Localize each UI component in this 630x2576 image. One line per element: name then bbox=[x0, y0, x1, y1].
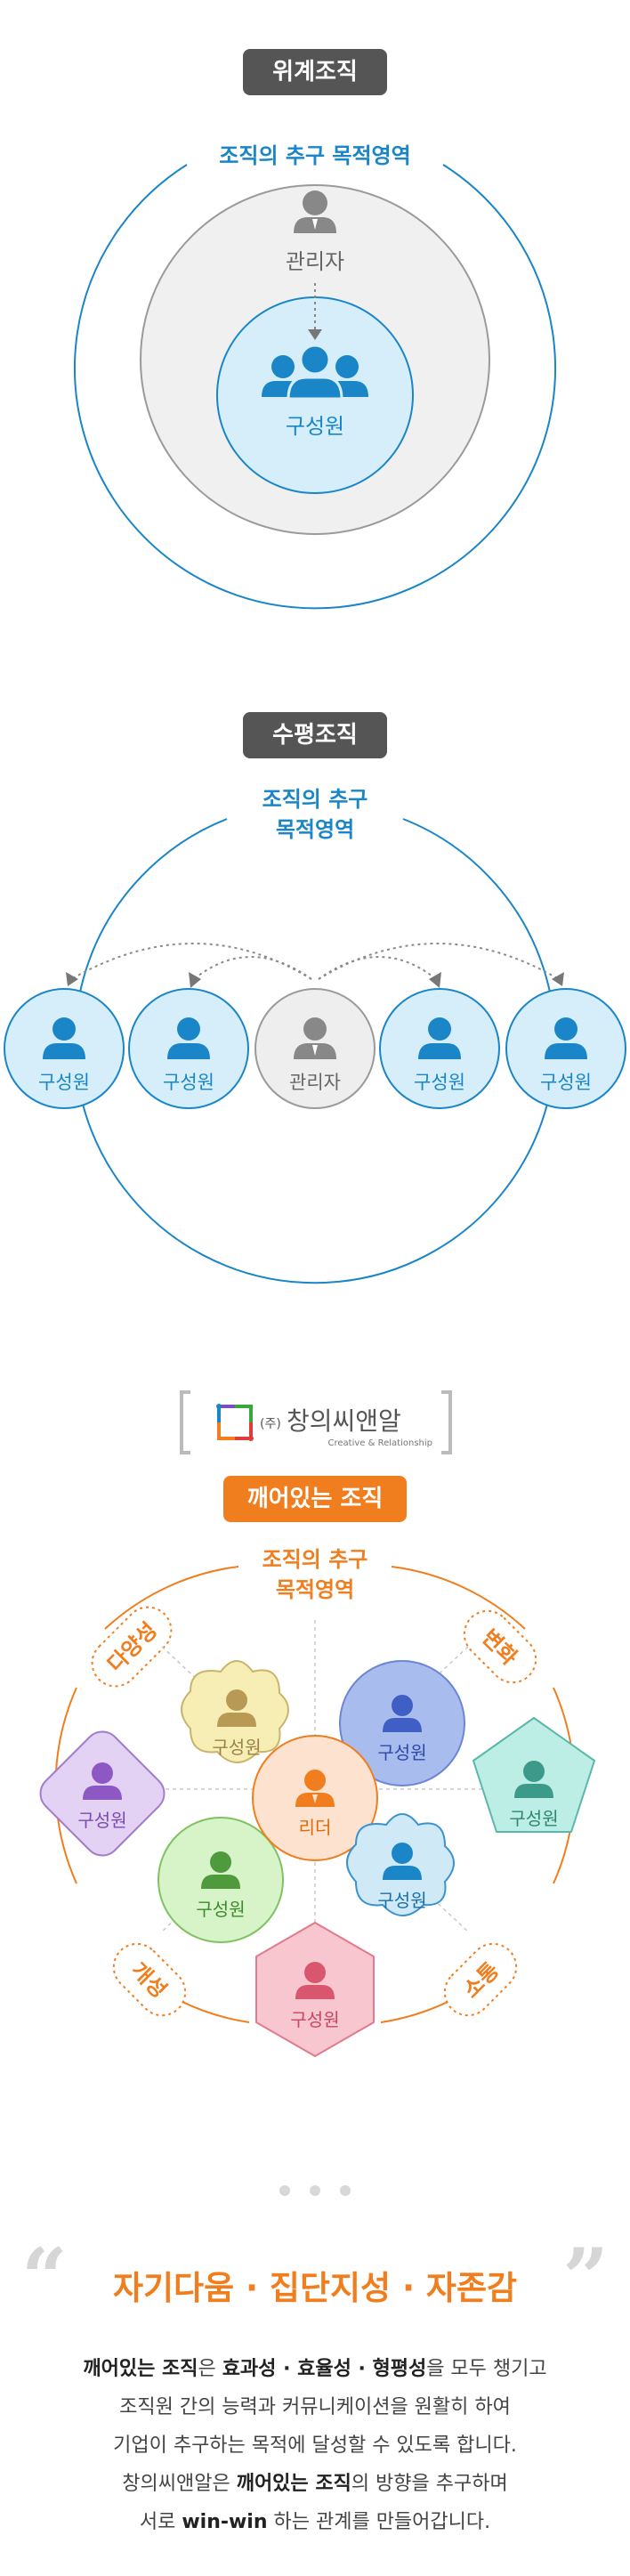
leader-circle: 리더 bbox=[252, 1735, 378, 1861]
manager-icon bbox=[294, 190, 336, 233]
horizontal-node-3-label: 관리자 bbox=[289, 1072, 341, 1093]
member-blue-label: 구성원 bbox=[377, 1742, 426, 1763]
closing-body: 깨어있는 조직은 효과성 · 효율성 · 형평성을 모두 챙기고 조직원 간의 … bbox=[0, 2350, 630, 2541]
logo-mark-icon bbox=[216, 1404, 254, 1441]
member-teal-label: 구성원 bbox=[509, 1808, 558, 1829]
member-blue-circle: 구성원 bbox=[339, 1660, 465, 1786]
closing-line-4: 창의씨앤알은 깨어있는 조직의 방향을 추구하며 bbox=[122, 2473, 508, 2495]
dot-1 bbox=[279, 2185, 290, 2196]
member-lightblue-label: 구성원 bbox=[377, 1890, 426, 1911]
member-label: 구성원 bbox=[286, 414, 344, 439]
member-pink-hexagon: 구성원 bbox=[255, 1922, 375, 2057]
logo-prefix: (주) bbox=[260, 1417, 281, 1431]
hierarchy-title-pill: 위계조직 bbox=[243, 49, 387, 95]
closing-line-2: 조직원 간의 능력과 커뮤니케이션을 원활히 하여 bbox=[119, 2396, 511, 2418]
horizontal-outer-arc bbox=[74, 818, 556, 1284]
hierarchy-outer-arc bbox=[74, 164, 556, 610]
side-label-individuality: 개성 bbox=[112, 1942, 187, 2017]
horizontal-node-4-label: 구성원 bbox=[414, 1072, 465, 1093]
horizontal-arc-title-1: 조직의 추구 bbox=[262, 787, 368, 812]
dot-2 bbox=[310, 2185, 320, 2196]
closing-line-3: 기업이 추구하는 목적에 달성할 수 있도록 합니다. bbox=[113, 2434, 517, 2457]
member-green-label: 구성원 bbox=[196, 1899, 245, 1920]
closing-line-1: 깨어있는 조직은 효과성 · 효율성 · 형평성을 모두 챙기고 bbox=[83, 2358, 547, 2380]
horizontal-node-manager: 관리자 bbox=[254, 988, 376, 1109]
logo-name: 창의씨앤알 bbox=[287, 1406, 401, 1436]
horizontal-node-2: 구성원 bbox=[128, 988, 249, 1109]
awake-arc-title-2: 목적영역 bbox=[276, 1577, 354, 1602]
member-yellow-flower: 구성원 bbox=[181, 1660, 289, 1763]
manager-label: 관리자 bbox=[286, 249, 344, 274]
pagination-dots bbox=[0, 2183, 630, 2199]
member-purple-label: 구성원 bbox=[77, 1810, 126, 1831]
awake-arc-title-1: 조직의 추구 bbox=[262, 1547, 368, 1572]
horizontal-node-4: 구성원 bbox=[379, 988, 500, 1109]
member-pink-label: 구성원 bbox=[290, 2009, 339, 2030]
horizontal-node-5: 구성원 bbox=[505, 988, 626, 1109]
side-label-change: 변화 bbox=[463, 1609, 537, 1684]
horizontal-node-1: 구성원 bbox=[4, 988, 125, 1109]
member-green-circle: 구성원 bbox=[158, 1817, 284, 1943]
company-logo: (주) 창의씨앤알 Creative & Relationship bbox=[180, 1390, 452, 1454]
member-teal-pentagon: 구성원 bbox=[472, 1717, 595, 1833]
closing-line-5: 서로 win-win 하는 관계를 만들어갑니다. bbox=[139, 2511, 491, 2533]
member-purple-diamond: 구성원 bbox=[39, 1730, 166, 1857]
close-quote-icon: ” bbox=[562, 2231, 609, 2325]
hierarchy-arc-title: 조직의 추구 목적영역 bbox=[219, 143, 410, 168]
hierarchy-diagram: 조직의 추구 목적영역 관리자 구성원 bbox=[74, 143, 556, 610]
member-yellow-label: 구성원 bbox=[212, 1737, 261, 1758]
side-label-communication: 소통 bbox=[443, 1942, 518, 2017]
closing-headline: 자기다움 · 집단지성 · 자존감 bbox=[112, 2269, 518, 2307]
dot-3 bbox=[340, 2185, 351, 2196]
side-label-diversity: 다양성 bbox=[91, 1606, 173, 1688]
horizontal-node-5-label: 구성원 bbox=[540, 1072, 592, 1093]
leader-label: 리더 bbox=[299, 1817, 332, 1838]
horizontal-node-2-label: 구성원 bbox=[163, 1072, 214, 1093]
member-group-icon bbox=[262, 344, 368, 401]
awake-org-diagram: 조직의 추구 목적영역 다양성 변화 개성 소통 구성원 구성원 bbox=[39, 1547, 595, 2057]
horizontal-node-1-label: 구성원 bbox=[38, 1072, 90, 1093]
open-quote-icon: “ bbox=[21, 2231, 68, 2325]
horizontal-arrow-heads bbox=[66, 972, 564, 988]
logo-tagline: Creative & Relationship bbox=[328, 1438, 432, 1448]
hierarchy-arrow-head bbox=[308, 329, 322, 340]
horizontal-arc-title-2: 목적영역 bbox=[276, 817, 354, 842]
member-lightblue-flower: 구성원 bbox=[346, 1813, 455, 1916]
horizontal-diagram: 조직의 추구 목적영역 구성원 구성원 관리자 구성원 bbox=[4, 787, 626, 1284]
horizontal-title-pill: 수평조직 bbox=[243, 712, 387, 758]
awake-org-title-pill: 깨어있는 조직 bbox=[223, 1476, 407, 1522]
horizontal-arrows bbox=[70, 943, 560, 980]
